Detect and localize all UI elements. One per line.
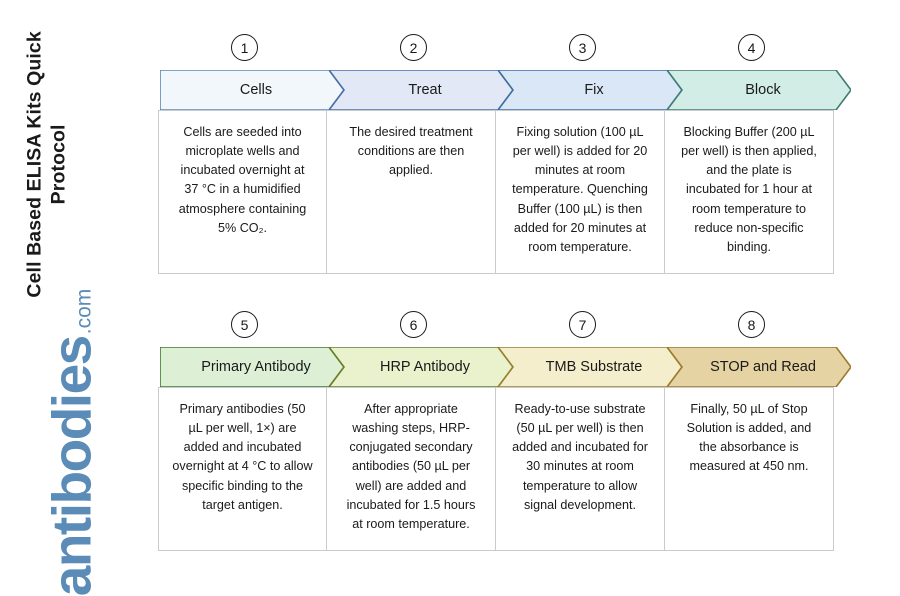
step-number-badge-4: 4 [738, 34, 765, 61]
left-rail: Cell Based ELISA Kits Quick Protocol ant… [0, 0, 158, 596]
description-text: Blocking Buffer (200 µL per well) is the… [681, 125, 817, 254]
description-text: Primary antibodies (50 µL per well, 1×) … [172, 402, 313, 512]
process-step-description-5: Primary antibodies (50 µL per well, 1×) … [158, 387, 327, 551]
process-step-6[interactable]: HRP Antibody [329, 347, 513, 387]
process-step-description-8: Finally, 50 µL of Stop Solution is added… [665, 387, 834, 551]
process-step-5[interactable]: Primary Antibody [160, 347, 344, 387]
chevron-shape-8 [667, 347, 851, 387]
process-step-label-8: STOP and Read [710, 359, 816, 375]
process-step-1[interactable]: Cells [160, 70, 344, 110]
chevron-shape-4 [667, 70, 851, 110]
step-number-strip-2: 5 6 7 8 [158, 309, 842, 347]
description-text: Fixing solution (100 µL per well) is add… [512, 125, 648, 254]
description-text: Finally, 50 µL of Stop Solution is added… [686, 402, 812, 474]
chevron-shape-7 [498, 347, 682, 387]
step-number-badge-7: 7 [569, 311, 596, 338]
description-text: Cells are seeded into microplate wells a… [178, 125, 307, 235]
step-number-badge-5: 5 [231, 311, 258, 338]
chevron-shape-6 [329, 347, 513, 387]
process-step-4[interactable]: Block [667, 70, 851, 110]
process-step-description-7: Ready-to-use substrate (50 µL per well) … [496, 387, 665, 551]
description-band-1: Cells are seeded into microplate wells a… [158, 110, 834, 274]
process-step-7[interactable]: TMB Substrate [498, 347, 682, 387]
chevron-band-1: Cells Treat Fix Block [158, 70, 851, 110]
step-number-strip-1: 1 2 3 4 [158, 32, 842, 70]
process-step-description-1: Cells are seeded into microplate wells a… [158, 110, 327, 274]
process-step-2[interactable]: Treat [329, 70, 513, 110]
description-text: Ready-to-use substrate (50 µL per well) … [512, 402, 648, 512]
process-step-label-5: Primary Antibody [201, 359, 311, 375]
step-number-badge-6: 6 [400, 311, 427, 338]
chevron-band-2: Primary Antibody HRP Antibody TMB Substrat… [158, 347, 851, 387]
step-number-badge-1: 1 [231, 34, 258, 61]
process-step-description-3: Fixing solution (100 µL per well) is add… [496, 110, 665, 274]
process-step-label-6: HRP Antibody [379, 359, 470, 375]
process-step-label-4: Block [745, 82, 781, 98]
process-step-3[interactable]: Fix [498, 70, 682, 110]
step-number-badge-8: 8 [738, 311, 765, 338]
process-flow-row-2: 5 6 7 8 Primary Antibody HRP Antibody TMB Sub… [158, 309, 851, 551]
process-step-label-1: Cells [239, 82, 273, 98]
process-step-description-4: Blocking Buffer (200 µL per well) is the… [665, 110, 834, 274]
brand-tld: .com [72, 288, 96, 335]
chevron-shape-2 [329, 70, 513, 110]
process-step-label-3: Fix [584, 82, 604, 98]
step-number-badge-3: 3 [569, 34, 596, 61]
process-step-8[interactable]: STOP and Read [667, 347, 851, 387]
step-number-badge-2: 2 [400, 34, 427, 61]
brand-name: antibodies [40, 336, 103, 596]
description-text: The desired treatment conditions are the… [349, 125, 473, 178]
process-flow-row-1: 1 2 3 4 Cells Treat Fix Block Cells are seeded… [158, 32, 851, 274]
page-title: Cell Based ELISA Kits Quick Protocol [23, 31, 70, 298]
process-step-label-7: TMB Substrate [545, 359, 643, 375]
process-step-description-2: The desired treatment conditions are the… [327, 110, 496, 274]
process-step-label-2: Treat [408, 82, 442, 98]
description-band-2: Primary antibodies (50 µL per well, 1×) … [158, 387, 834, 551]
description-text: After appropriate washing steps, HRP-con… [346, 402, 476, 531]
brand-logo: antibodies .com [41, 289, 103, 596]
process-step-description-6: After appropriate washing steps, HRP-con… [327, 387, 496, 551]
chevron-shape-3 [498, 70, 682, 110]
